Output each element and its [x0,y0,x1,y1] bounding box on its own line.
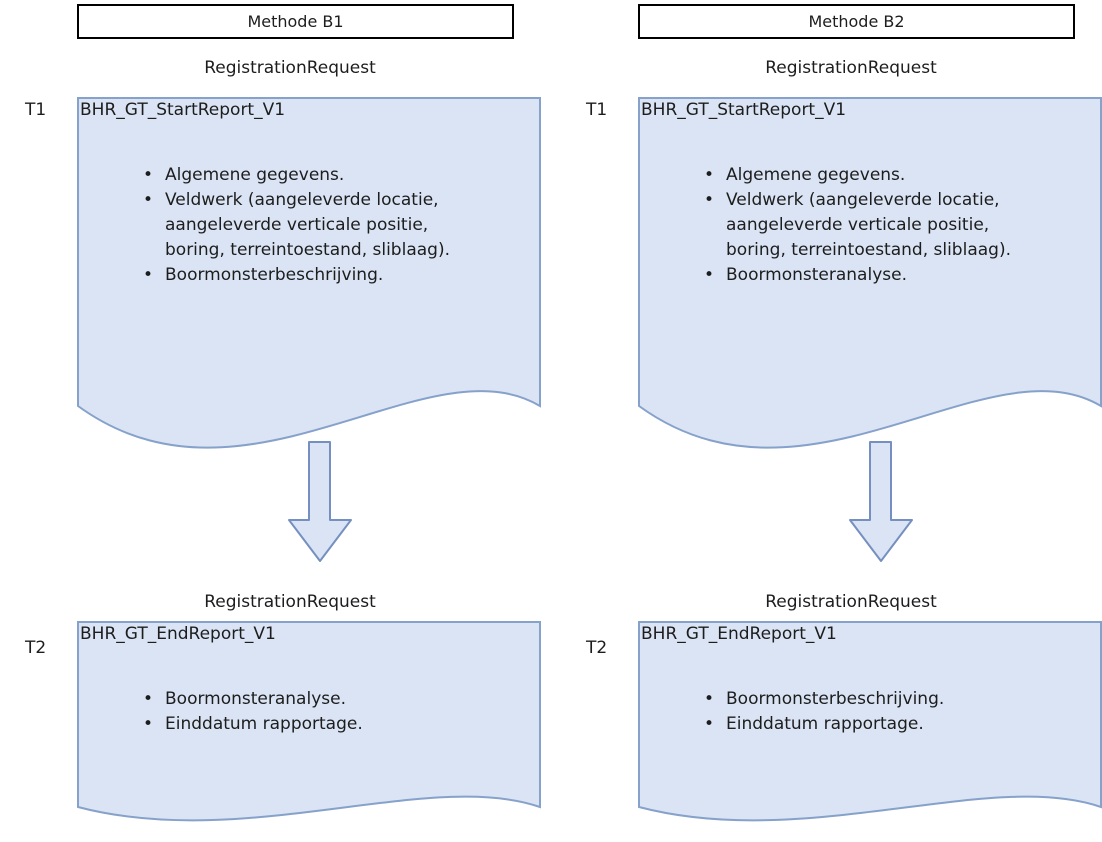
bullet-item: Boormonsteranalyse. [704,263,1032,288]
methode-b1-header: Methode B1 [77,4,514,39]
document-shape-b2-start-report: BHR_GT_StartReport_V1 Algemene gegevens.… [638,97,1102,462]
methode-b2-header: Methode B2 [638,4,1075,39]
document-content: BHR_GT_StartReport_V1 Algemene gegevens.… [77,97,541,288]
t1-label-b2: T1 [586,100,608,120]
document-content: BHR_GT_EndReport_V1 Boormonsterbeschrijv… [638,621,1102,737]
document-shape-b2-end-report: BHR_GT_EndReport_V1 Boormonsterbeschrijv… [638,621,1102,842]
bullet-list-b1-t2: Boormonsteranalyse. Einddatum rapportage… [77,687,541,737]
bullet-item: Veldwerk (aangeleverde locatie, aangelev… [704,188,1032,263]
t2-label-b1: T2 [25,638,47,658]
registration-request-label-b1-t1: RegistrationRequest [204,58,376,78]
registration-request-label-b2-t1: RegistrationRequest [765,58,937,78]
report-title-b1-t1: BHR_GT_StartReport_V1 [80,100,286,120]
down-arrow-icon [288,441,352,562]
bullet-item: Boormonsterbeschrijving. [704,687,1032,712]
methode-b2-header-label: Methode B2 [808,12,905,31]
bullet-list-b2-t2: Boormonsterbeschrijving. Einddatum rappo… [638,687,1102,737]
bullet-list-b1-t1: Algemene gegevens. Veldwerk (aangeleverd… [77,163,541,288]
t1-label-b1: T1 [25,100,47,120]
document-content: BHR_GT_StartReport_V1 Algemene gegevens.… [638,97,1102,288]
document-shape-b1-start-report: BHR_GT_StartReport_V1 Algemene gegevens.… [77,97,541,462]
bullet-list-b2-t1: Algemene gegevens. Veldwerk (aangeleverd… [638,163,1102,288]
report-title-b1-t2: BHR_GT_EndReport_V1 [80,624,276,644]
bullet-item: Algemene gegevens. [704,163,1032,188]
document-content: BHR_GT_EndReport_V1 Boormonsteranalyse. … [77,621,541,737]
column-methode-b2: Methode B2 RegistrationRequest T1 BHR_GT… [586,0,1102,842]
t2-label-b2: T2 [586,638,608,658]
methode-b1-header-label: Methode B1 [247,12,344,31]
report-title-b2-t1: BHR_GT_StartReport_V1 [641,100,847,120]
bullet-item: Einddatum rapportage. [143,712,471,737]
bullet-item: Einddatum rapportage. [704,712,1032,737]
down-arrow-icon [849,441,913,562]
bullet-item: Boormonsterbeschrijving. [143,263,471,288]
bullet-item: Boormonsteranalyse. [143,687,471,712]
column-methode-b1: Methode B1 RegistrationRequest T1 BHR_GT… [25,0,541,842]
document-shape-b1-end-report: BHR_GT_EndReport_V1 Boormonsteranalyse. … [77,621,541,842]
report-title-b2-t2: BHR_GT_EndReport_V1 [641,624,837,644]
registration-request-label-b1-t2: RegistrationRequest [204,592,376,612]
registration-request-label-b2-t2: RegistrationRequest [765,592,937,612]
bullet-item: Veldwerk (aangeleverde locatie, aangelev… [143,188,471,263]
bullet-item: Algemene gegevens. [143,163,471,188]
